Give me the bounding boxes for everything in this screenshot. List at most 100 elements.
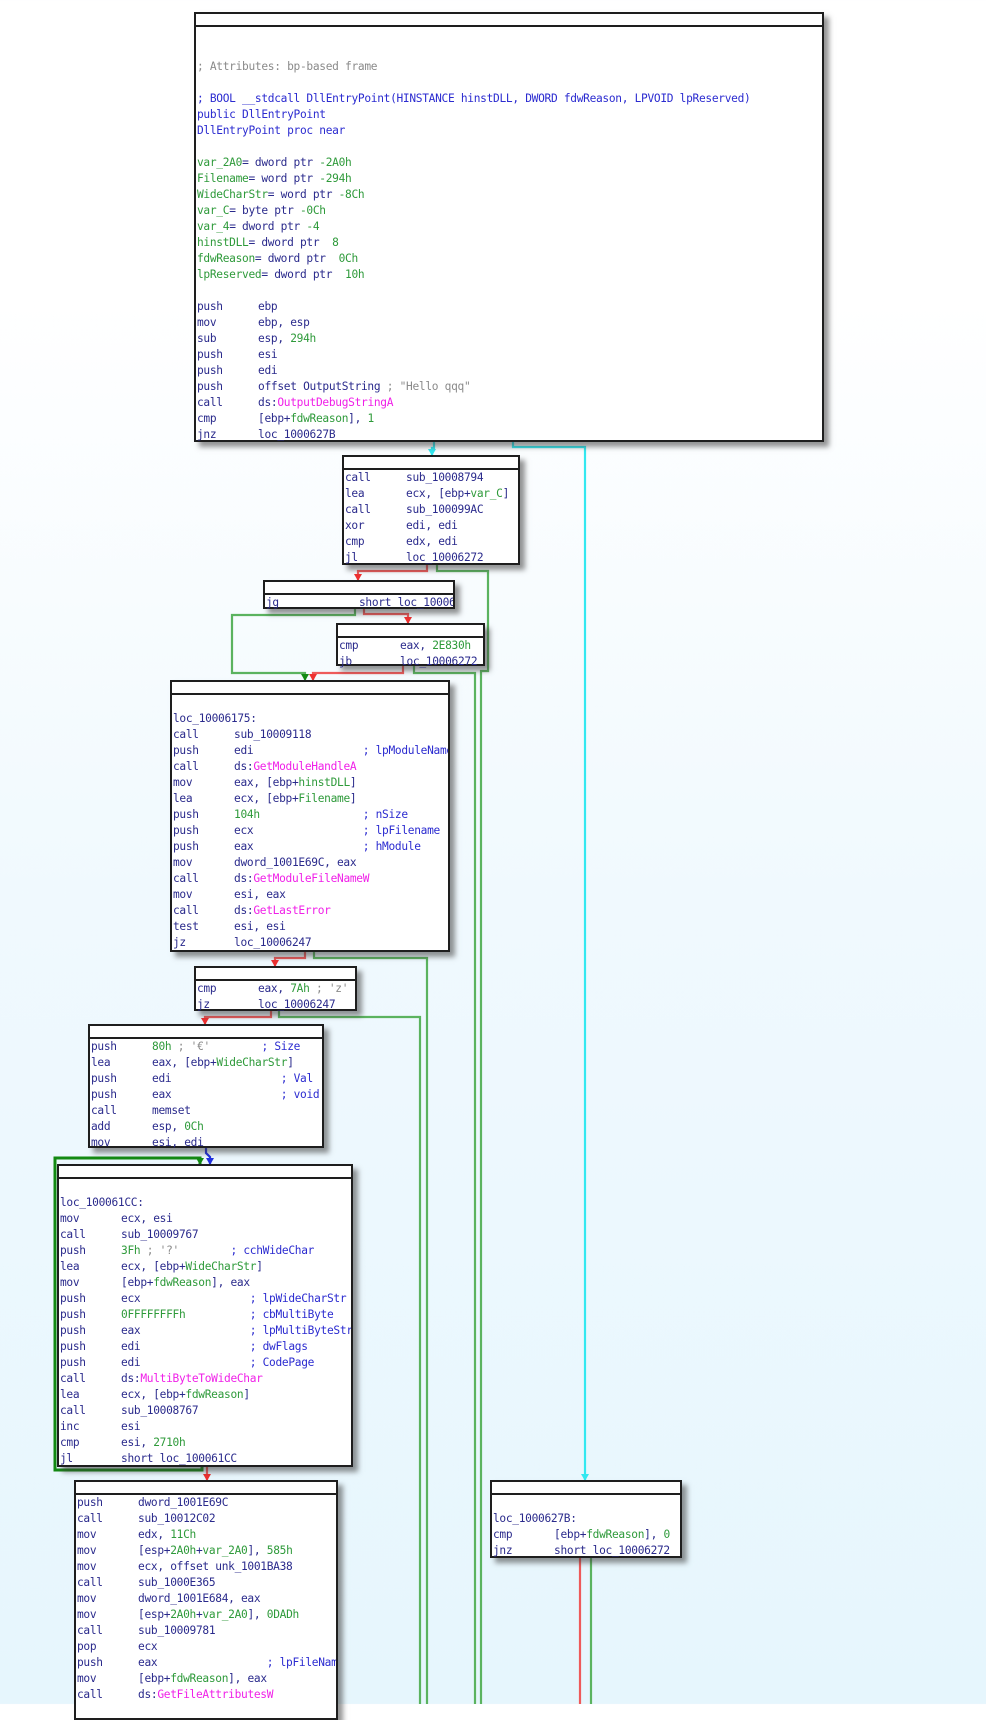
- asm-line[interactable]: WideCharStr= word ptr -8Ch: [197, 187, 822, 203]
- asm-line[interactable]: mov[esp+2A0h+var_2A0], 0DADh: [77, 1607, 336, 1623]
- comment: ;: [309, 982, 329, 995]
- asm-line[interactable]: cmp[ebp+fdwReason], 0: [493, 1527, 680, 1543]
- asm-line[interactable]: var_4= dword ptr -4: [197, 219, 822, 235]
- asm-line[interactable]: mov[ebp+fdwReason], eax: [77, 1671, 336, 1687]
- asm-line[interactable]: ; BOOL __stdcall DllEntryPoint(HINSTANCE…: [197, 91, 822, 107]
- asm-line[interactable]: fdwReason= dword ptr 0Ch: [197, 251, 822, 267]
- asm-line[interactable]: DllEntryPoint proc near: [197, 123, 822, 139]
- asm-line[interactable]: loc_1000627B:: [493, 1511, 680, 1527]
- asm-line[interactable]: mov[ebp+fdwReason], eax: [60, 1275, 351, 1291]
- operand: [ebp+: [138, 1672, 171, 1685]
- asm-line[interactable]: hinstDLL= dword ptr 8: [197, 235, 822, 251]
- asm-line[interactable]: cmp[ebp+fdwReason], 1: [197, 411, 822, 427]
- code-block-entry[interactable]: ; Attributes: bp-based frame ; BOOL __std…: [194, 12, 824, 442]
- asm-line[interactable]: Filename= word ptr -294h: [197, 171, 822, 187]
- asm-line[interactable]: loc_10006175:: [173, 711, 448, 727]
- asm-line[interactable]: mov[esp+2A0h+var_2A0], 585h: [77, 1543, 336, 1559]
- asm-line[interactable]: ; Attributes: bp-based frame: [197, 59, 822, 75]
- asm-line[interactable]: loc_100061CC:: [60, 1195, 351, 1211]
- asm-line[interactable]: var_C= byte ptr -0Ch: [197, 203, 822, 219]
- operand-constant: 104h: [234, 808, 260, 821]
- asm-line[interactable]: public DllEntryPoint: [197, 107, 822, 123]
- asm-line[interactable]: var_2A0= dword ptr -2A0h: [197, 155, 822, 171]
- asm-line[interactable]: lpReserved= dword ptr 10h: [197, 267, 822, 283]
